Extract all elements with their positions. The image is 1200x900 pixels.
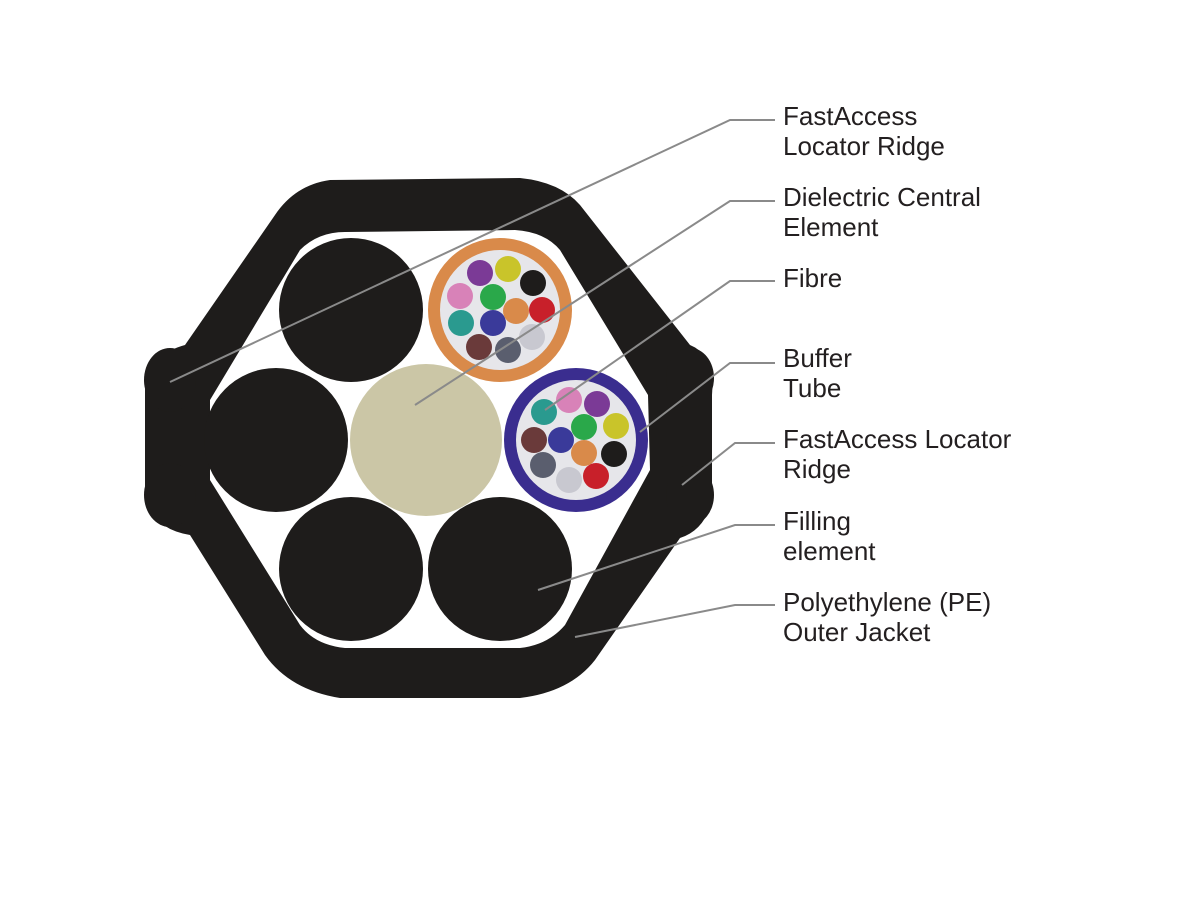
label-pe-outer-jacket-line1: Polyethylene (PE) [783, 587, 992, 617]
label-locator-ridge-right-line1: FastAccess Locator [783, 424, 1012, 454]
locator-ridge-left-shape [144, 348, 196, 412]
orange-tube-fibre-7 [529, 297, 555, 323]
fibre-group-blue [521, 387, 629, 493]
orange-tube-fibre-2 [495, 256, 521, 282]
blue-tube-fibre-2 [584, 391, 610, 417]
orange-tube-fibre-3 [520, 270, 546, 296]
label-fibre: Fibre [783, 263, 843, 293]
orange-tube-fibre-6 [503, 298, 529, 324]
blue-tube-fibre-4 [571, 414, 597, 440]
leader-line-locator-ridge-left [169, 119, 775, 383]
label-filling-element-line1: Filling [783, 506, 851, 536]
orange-tube-fibre-9 [480, 310, 506, 336]
blue-tube-fibre-12 [583, 463, 609, 489]
leader-line-buffer-tube [639, 362, 775, 433]
orange-tube-fibre-11 [466, 334, 492, 360]
orange-tube-fibre-10 [519, 324, 545, 350]
locator-ridge-left-shape-2 [144, 463, 196, 527]
blue-tube-fibre-11 [556, 467, 582, 493]
blue-tube-fibre-8 [571, 440, 597, 466]
leader-line-pe-outer-jacket [574, 604, 775, 638]
leader-line-filling-element [537, 524, 775, 591]
filling-element-bottom-right [428, 497, 572, 641]
fibre-group-orange [447, 256, 555, 363]
orange-tube-fibre-8 [448, 310, 474, 336]
blue-tube-fibre-10 [530, 452, 556, 478]
label-buffer-tube-line2: Tube [783, 373, 842, 403]
orange-tube-fibre-5 [480, 284, 506, 310]
label-buffer-tube-line1: Buffer [783, 343, 852, 373]
blue-tube-fibre-9 [601, 441, 627, 467]
orange-tube-fibre-12 [495, 337, 521, 363]
label-locator-ridge-right-line2: Ridge [783, 454, 851, 484]
blue-tube-fibre-3 [531, 399, 557, 425]
label-filling-element-line2: element [783, 536, 876, 566]
label-locator-ridge-left-line2: Locator Ridge [783, 131, 945, 161]
orange-tube-fibre-4 [447, 283, 473, 309]
blue-tube-fibre-7 [548, 427, 574, 453]
locator-ridge-right-shape-2 [666, 465, 714, 525]
leader-line-fibre [544, 280, 775, 411]
locator-ridge-right-shape [666, 348, 714, 408]
label-dielectric-central-element-line2: Element [783, 212, 879, 242]
blue-tube-fibre-1 [556, 387, 582, 413]
label-locator-ridge-left-line1: FastAccess [783, 101, 918, 131]
leader-line-dielectric-central-element [414, 200, 775, 406]
orange-tube-fibre-1 [467, 260, 493, 286]
leader-line-locator-ridge-right [681, 442, 775, 486]
filling-element-left [204, 368, 348, 512]
filling-element-bottom-left [279, 497, 423, 641]
filling-element-top-left [279, 238, 423, 382]
blue-tube-fibre-5 [603, 413, 629, 439]
label-pe-outer-jacket-line2: Outer Jacket [783, 617, 931, 647]
label-dielectric-central-element-line1: Dielectric Central [783, 182, 981, 212]
dielectric-central-element-shape [350, 364, 502, 516]
blue-tube-fibre-6 [521, 427, 547, 453]
